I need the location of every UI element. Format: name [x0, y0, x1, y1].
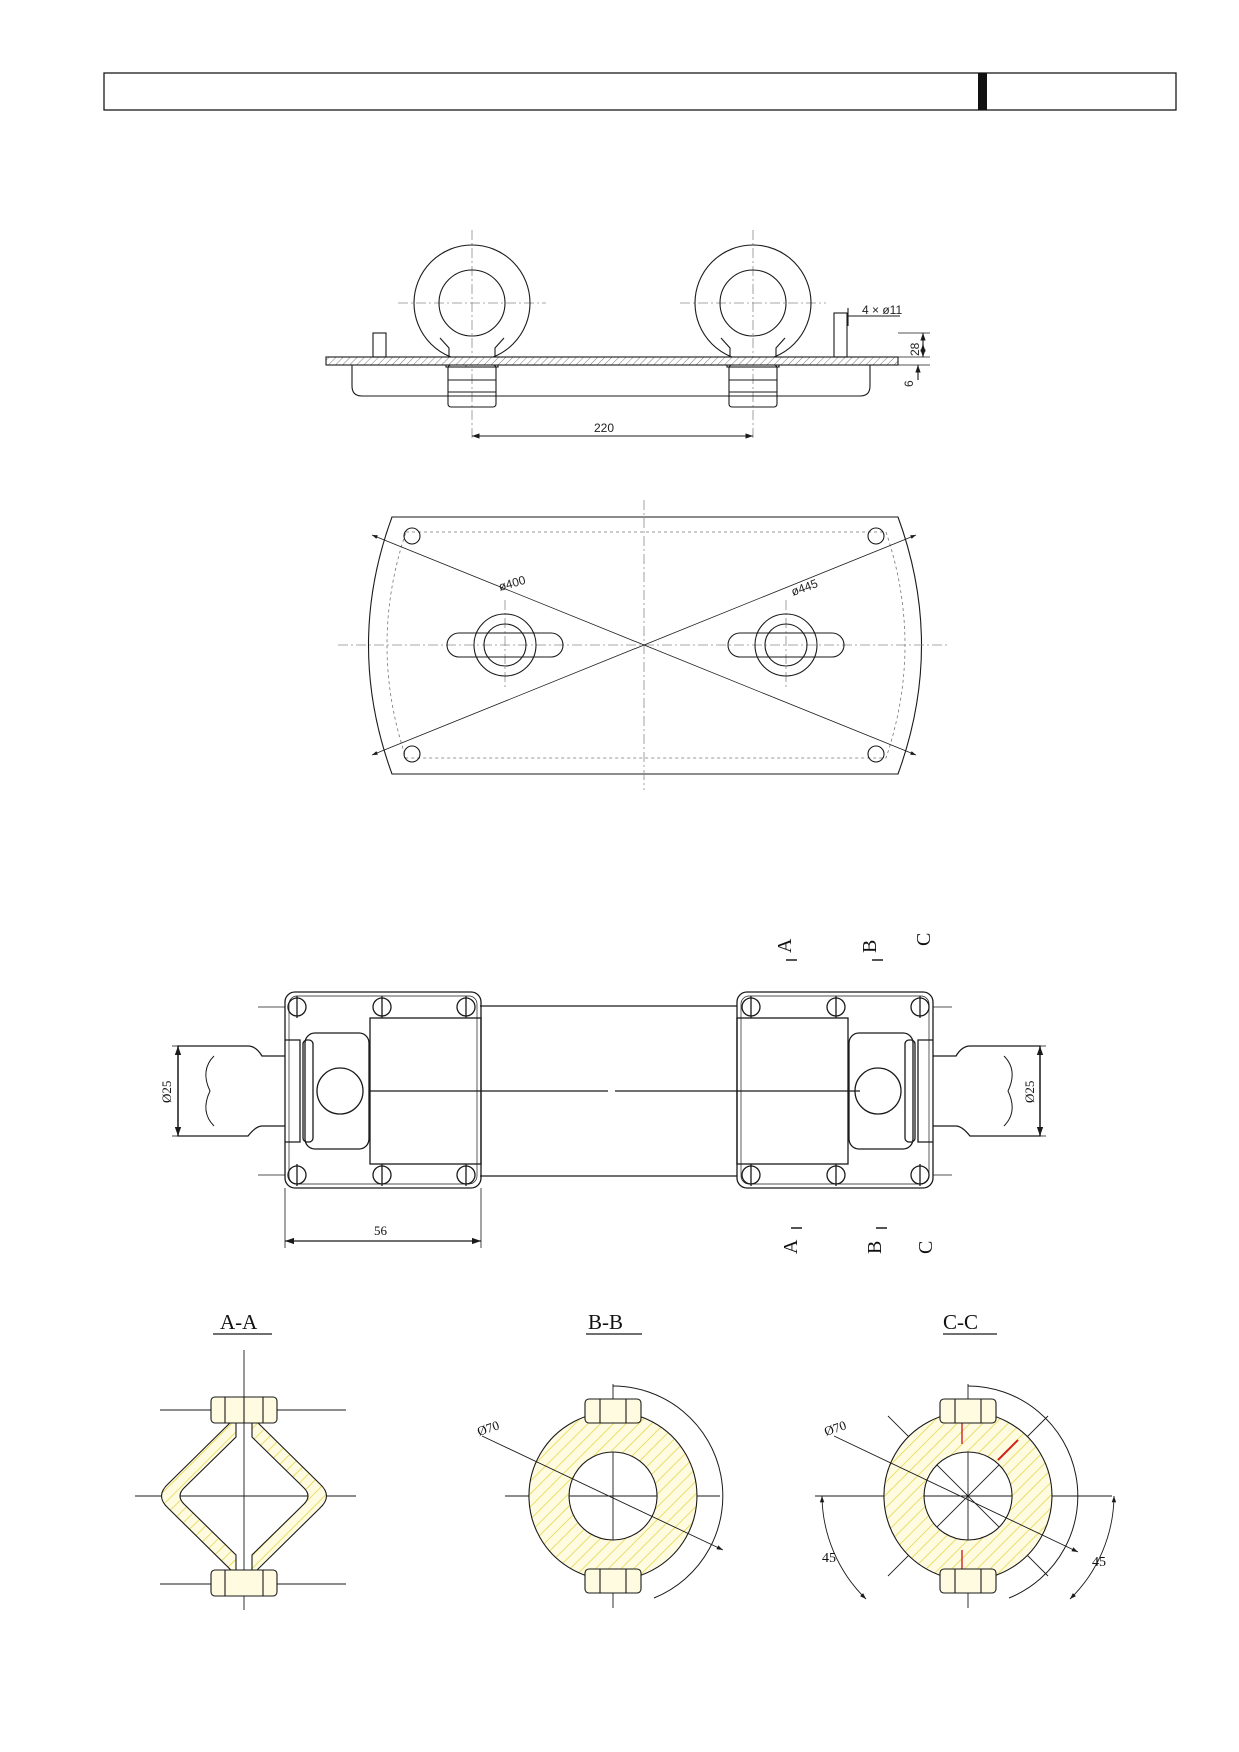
- nut-left: [447, 364, 497, 408]
- section-cc-dia-label: Ø70: [822, 1417, 848, 1438]
- cc-angle-arc-right: [1069, 1495, 1117, 1600]
- base-plate: [325, 356, 899, 366]
- clamp-block-left: [284, 991, 482, 1189]
- cut-b-bottom: B: [864, 1241, 886, 1254]
- plan-dia-445-label: ø445: [789, 576, 820, 599]
- plan-eye-left: [446, 613, 564, 677]
- dim-220-label: 220: [594, 421, 614, 435]
- plate-rim: [351, 365, 871, 397]
- cc-angle-arc-left: [819, 1495, 867, 1600]
- plan-view: [338, 500, 950, 790]
- clamp-block-right: [736, 991, 934, 1189]
- shaft-left: [177, 1045, 285, 1137]
- plan-hole-bottom-right: [867, 745, 885, 763]
- plan-hole-top-left: [403, 527, 421, 545]
- bb-screws: [584, 1398, 642, 1594]
- side-view-center-lines: [398, 230, 826, 440]
- cc-outer-arc: [967, 1385, 1079, 1599]
- cut-a-top: A: [774, 938, 796, 953]
- side-view: [325, 230, 930, 440]
- section-cc: [815, 1333, 1117, 1608]
- section-aa: [135, 1333, 356, 1610]
- plan-eye-right: [727, 613, 845, 677]
- plan-hole-top-right: [867, 527, 885, 545]
- cut-a-bottom: A: [780, 1239, 802, 1254]
- pin-left: [372, 332, 387, 358]
- cut-c-bottom: C: [915, 1241, 937, 1254]
- plan-hole-bottom-left: [403, 745, 421, 763]
- section-cc-title: C-C: [943, 1310, 978, 1334]
- nut-right: [728, 364, 778, 408]
- section-bb: [481, 1333, 724, 1608]
- clamp-view: [172, 959, 1046, 1248]
- dim-56-label: 56: [374, 1223, 388, 1238]
- plan-dia-400-label: ø400: [497, 573, 527, 594]
- cut-b-top: B: [859, 940, 881, 953]
- dim-dia25-left-label: Ø25: [159, 1081, 174, 1103]
- bb-section-body: [528, 1411, 698, 1581]
- title-block: [103, 72, 1177, 111]
- cut-c-top: C: [913, 933, 935, 946]
- hole-spec-label: 4 × ø11: [862, 303, 902, 317]
- dim-dia25-right-label: Ø25: [1022, 1081, 1037, 1103]
- aa-screws: [210, 1396, 278, 1597]
- plan-outline: [368, 516, 922, 775]
- dim-28-label: 28: [908, 342, 922, 356]
- section-cc-angle-right: 45: [1092, 1555, 1106, 1570]
- plan-inner-dashed: [386, 531, 906, 759]
- section-cc-angle-left: 45: [822, 1551, 836, 1566]
- pin-right: [833, 312, 848, 358]
- section-aa-title: A-A: [220, 1310, 258, 1334]
- section-bb-title: B-B: [588, 1310, 623, 1334]
- cc-accent-mark: [997, 1439, 1019, 1461]
- clamp-screws: [287, 996, 930, 1186]
- cutting-plane-marks: [786, 959, 887, 1229]
- section-bb-dia-label: Ø70: [475, 1417, 501, 1438]
- cc-screws: [939, 1398, 997, 1594]
- aa-section-body: [160, 1415, 328, 1577]
- dim-6-label: 6: [902, 380, 916, 387]
- bb-outer-arc: [612, 1385, 724, 1599]
